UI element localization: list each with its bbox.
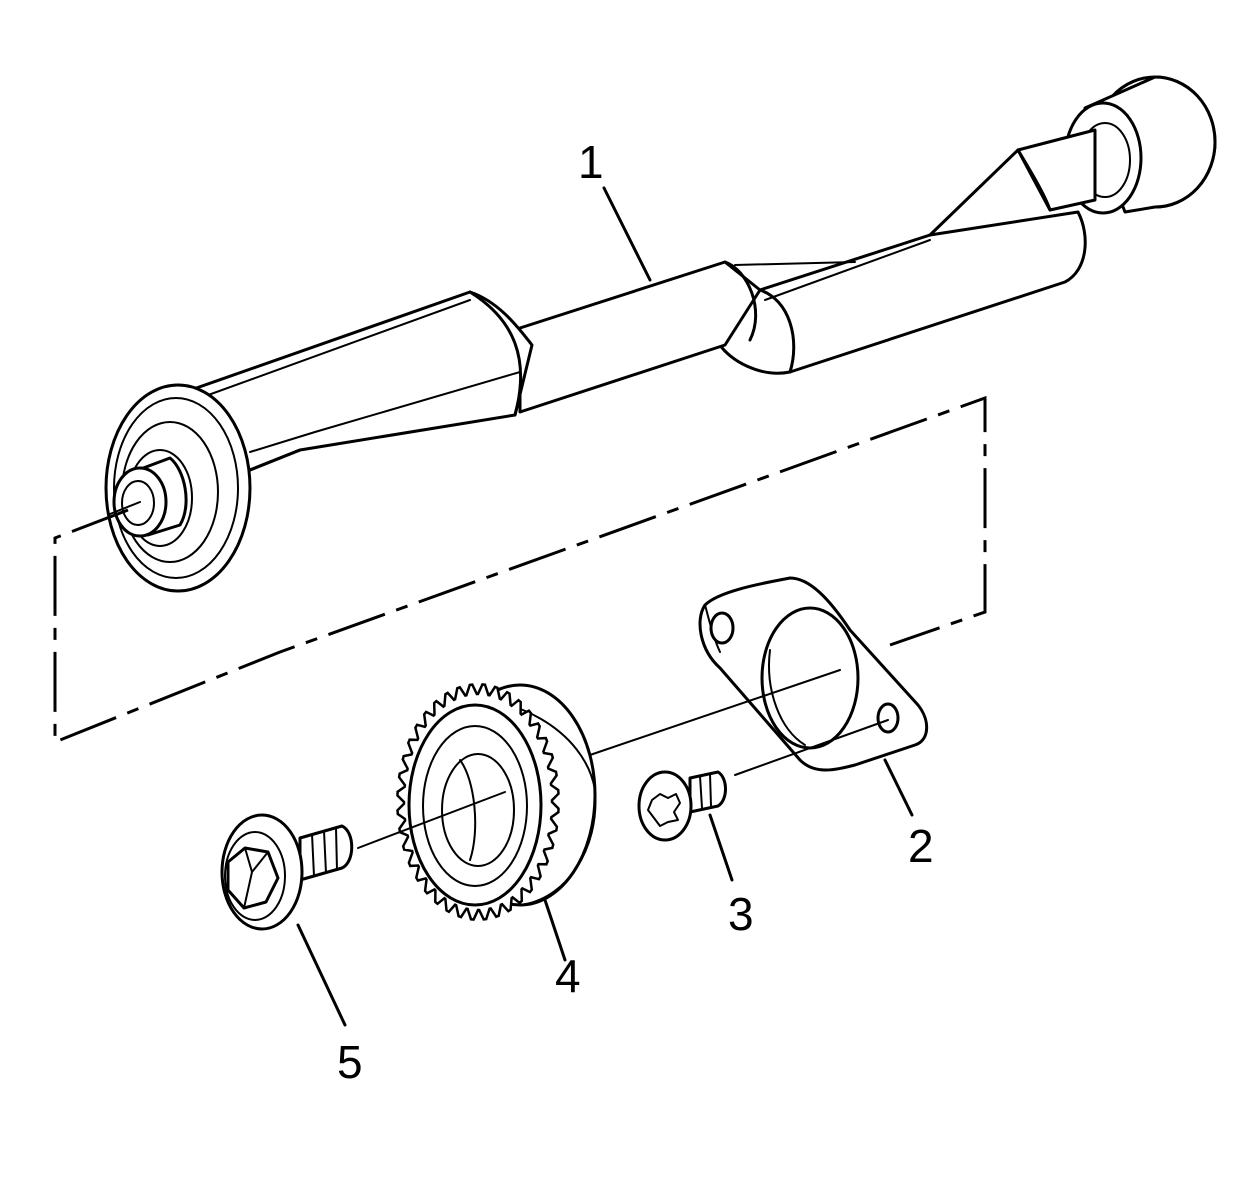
callout-2: 2 (908, 820, 934, 872)
torx-bolt-part (637, 770, 727, 842)
axis-line (734, 719, 889, 776)
axis-line (589, 669, 841, 756)
callout-5: 5 (337, 1036, 363, 1088)
axis-line (357, 791, 506, 849)
balance-shaft-part (104, 75, 1217, 593)
callout-1: 1 (578, 136, 604, 188)
callout-3: 3 (728, 888, 754, 940)
alignment-frame-line (53, 395, 987, 745)
axis-line (109, 501, 141, 515)
drive-gear-part (396, 683, 597, 921)
thrust-plate-part (698, 576, 929, 772)
leader-lines (296, 186, 914, 1027)
gear-bolt-part (220, 813, 354, 931)
callout-4: 4 (555, 950, 581, 1002)
